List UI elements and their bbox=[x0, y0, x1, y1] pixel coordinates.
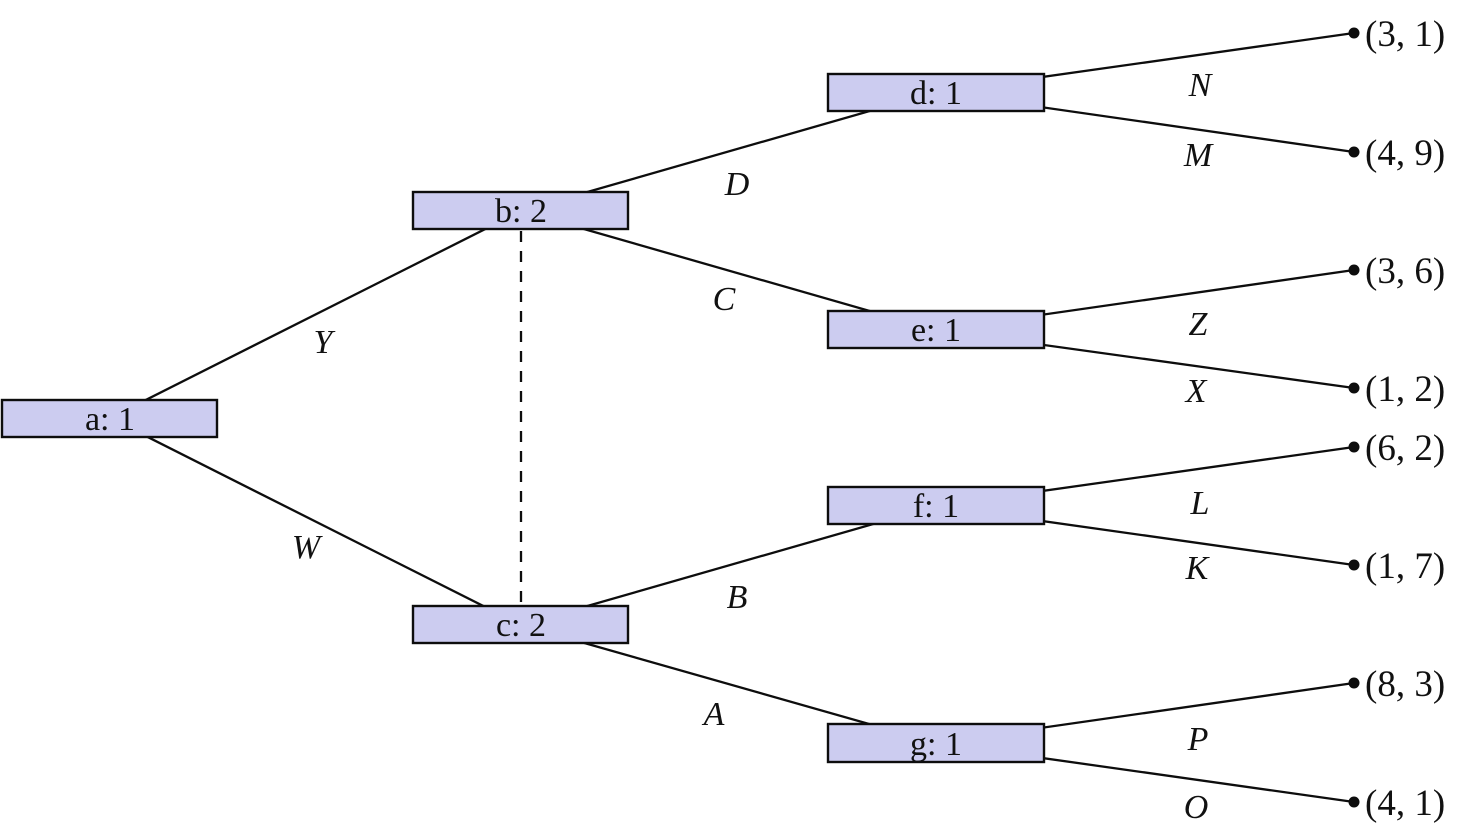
payoff-label-3: (1, 2) bbox=[1365, 369, 1445, 410]
node-a-label: a: 1 bbox=[85, 401, 135, 438]
node-b-label: b: 2 bbox=[495, 193, 547, 230]
edge-label-C: C bbox=[713, 281, 736, 318]
edge-label-Y: Y bbox=[314, 324, 336, 361]
edge-label-Z: Z bbox=[1189, 306, 1209, 343]
node-d-label: d: 1 bbox=[910, 75, 962, 112]
payoff-label-7: (4, 1) bbox=[1365, 783, 1445, 824]
payoff-label-2: (3, 6) bbox=[1365, 251, 1445, 292]
node-b-box bbox=[411, 190, 630, 231]
leaf-dot-7 bbox=[1348, 796, 1360, 808]
edge-label-K: K bbox=[1185, 550, 1211, 587]
payoff-label-1: (4, 9) bbox=[1365, 133, 1445, 174]
edge-a-b bbox=[109, 209, 522, 420]
edge-label-P: P bbox=[1187, 721, 1209, 758]
edge-label-L: L bbox=[1190, 485, 1210, 522]
edge-label-A: A bbox=[702, 696, 725, 733]
node-c-label: c: 2 bbox=[496, 607, 546, 644]
edge-label-X: X bbox=[1184, 373, 1208, 410]
edge-label-O: O bbox=[1184, 789, 1209, 826]
node-f-box bbox=[826, 485, 1046, 526]
leaf-dot-5 bbox=[1348, 559, 1360, 571]
leaf-dot-6 bbox=[1348, 677, 1360, 689]
edge-a-c bbox=[109, 416, 522, 627]
node-g-label: g: 1 bbox=[910, 726, 962, 763]
leaf-dot-3 bbox=[1348, 382, 1360, 394]
payoff-label-0: (3, 1) bbox=[1365, 14, 1445, 55]
edge-label-N: N bbox=[1188, 67, 1214, 104]
leaf-dot-1 bbox=[1348, 146, 1360, 158]
leaf-dot-4 bbox=[1348, 441, 1360, 453]
node-a-box bbox=[0, 398, 219, 439]
edge-label-W: W bbox=[292, 529, 323, 566]
leaf-dot-0 bbox=[1348, 27, 1360, 39]
node-f-label: f: 1 bbox=[913, 488, 959, 525]
edge-label-B: B bbox=[727, 579, 748, 616]
node-c-box bbox=[411, 604, 630, 645]
payoff-label-6: (8, 3) bbox=[1365, 664, 1445, 705]
edge-label-M: M bbox=[1183, 137, 1214, 174]
node-e-label: e: 1 bbox=[911, 312, 961, 349]
leaf-dot-2 bbox=[1348, 264, 1360, 276]
node-e-box bbox=[826, 309, 1046, 350]
payoff-label-4: (6, 2) bbox=[1365, 428, 1445, 469]
node-g-box bbox=[826, 722, 1046, 764]
node-d-box bbox=[826, 72, 1046, 113]
edge-label-D: D bbox=[724, 166, 750, 203]
payoff-label-5: (1, 7) bbox=[1365, 546, 1445, 587]
